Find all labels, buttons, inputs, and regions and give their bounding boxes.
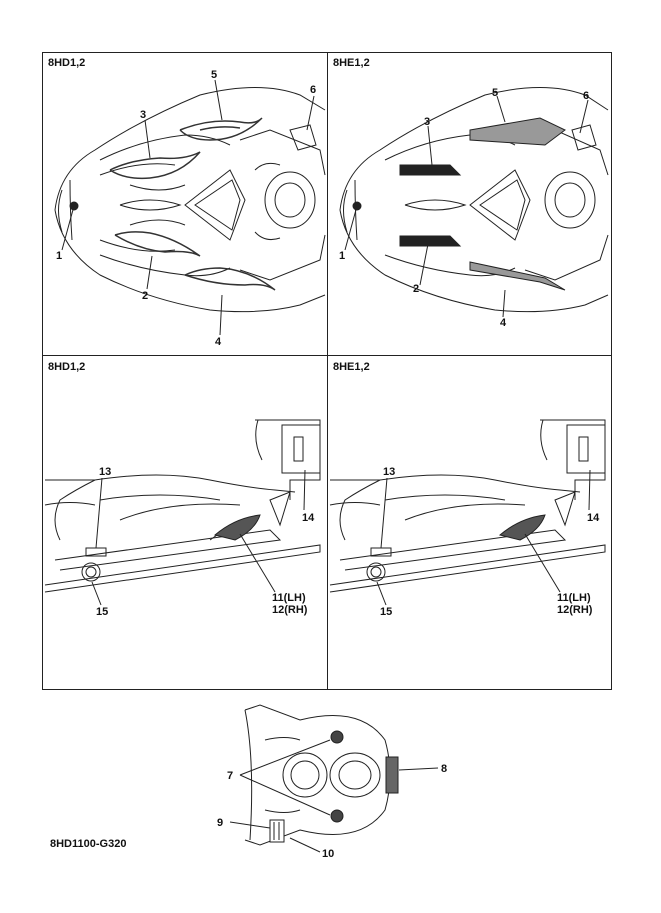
panel-divider-vertical xyxy=(327,52,328,690)
callout-1-top-right: 1 xyxy=(339,250,346,262)
callout-14-bottom-right: 14 xyxy=(587,512,600,524)
top-view-hull-left xyxy=(54,87,326,313)
callout-7-rear: 7 xyxy=(227,770,234,782)
leader-lines-top-left xyxy=(61,79,315,336)
rear-deck-view xyxy=(244,704,399,846)
callout-14-bottom-left: 14 xyxy=(302,512,315,524)
panel-divider-horizontal xyxy=(42,355,612,356)
callout-2-top-right: 2 xyxy=(413,283,420,295)
callout-2-top-left: 2 xyxy=(142,290,149,302)
callout-5-top-left: 5 xyxy=(211,69,218,81)
warning-decal-14-inner-right xyxy=(578,436,589,462)
leader-lines-bottom-left xyxy=(91,469,306,606)
fastener-marker-1-right xyxy=(352,201,362,211)
leader-lines-top-right xyxy=(344,95,589,318)
callout-13-bottom-right: 13 xyxy=(383,466,396,478)
callout-15-bottom-right: 15 xyxy=(380,606,393,618)
fastener-marker-1-left xyxy=(69,201,79,211)
callout-6-top-left: 6 xyxy=(310,84,317,96)
callout-4-top-right: 4 xyxy=(500,317,507,329)
callout-12-bottom-left: 12(RH) xyxy=(272,604,308,616)
side-decal-11-12-right xyxy=(498,514,546,541)
callout-3-top-left: 3 xyxy=(140,109,147,121)
panel-label-bottom-right: 8HE1,2 xyxy=(333,361,370,373)
stripe-decals-right xyxy=(399,117,566,291)
leader-lines-bottom-right xyxy=(376,469,591,606)
warning-decal-14-left xyxy=(281,424,321,474)
callout-10-rear: 10 xyxy=(322,848,335,860)
callout-15-bottom-left: 15 xyxy=(96,606,109,618)
callout-1-top-left: 1 xyxy=(56,250,63,262)
callout-5-top-right: 5 xyxy=(492,87,499,99)
panel-label-top-left: 8HD1,2 xyxy=(48,57,86,69)
side-view-hull-left xyxy=(44,419,321,593)
callout-8-rear: 8 xyxy=(441,763,448,775)
panel-label-top-right: 8HE1,2 xyxy=(333,57,370,69)
callout-13-bottom-left: 13 xyxy=(99,466,112,478)
callout-4-top-left: 4 xyxy=(215,336,222,348)
callout-12-bottom-right: 12(RH) xyxy=(557,604,593,616)
callout-11-bottom-left: 11(LH) xyxy=(272,592,306,604)
side-decal-11-12-left xyxy=(213,514,261,541)
callout-6-top-right: 6 xyxy=(583,90,590,102)
callout-9-rear: 9 xyxy=(217,817,224,829)
callout-3-top-right: 3 xyxy=(424,116,431,128)
figure-code: 8HD1100-G320 xyxy=(50,838,127,850)
warning-decal-14-inner-left xyxy=(293,436,304,462)
warning-decal-14-right xyxy=(566,424,606,474)
flame-decals-left xyxy=(109,117,276,291)
side-view-hull-right xyxy=(329,419,606,593)
callout-11-bottom-right: 11(LH) xyxy=(557,592,591,604)
top-view-hull-right xyxy=(339,87,609,313)
leader-lines-rear-view xyxy=(229,739,439,853)
panel-label-bottom-left: 8HD1,2 xyxy=(48,361,86,373)
